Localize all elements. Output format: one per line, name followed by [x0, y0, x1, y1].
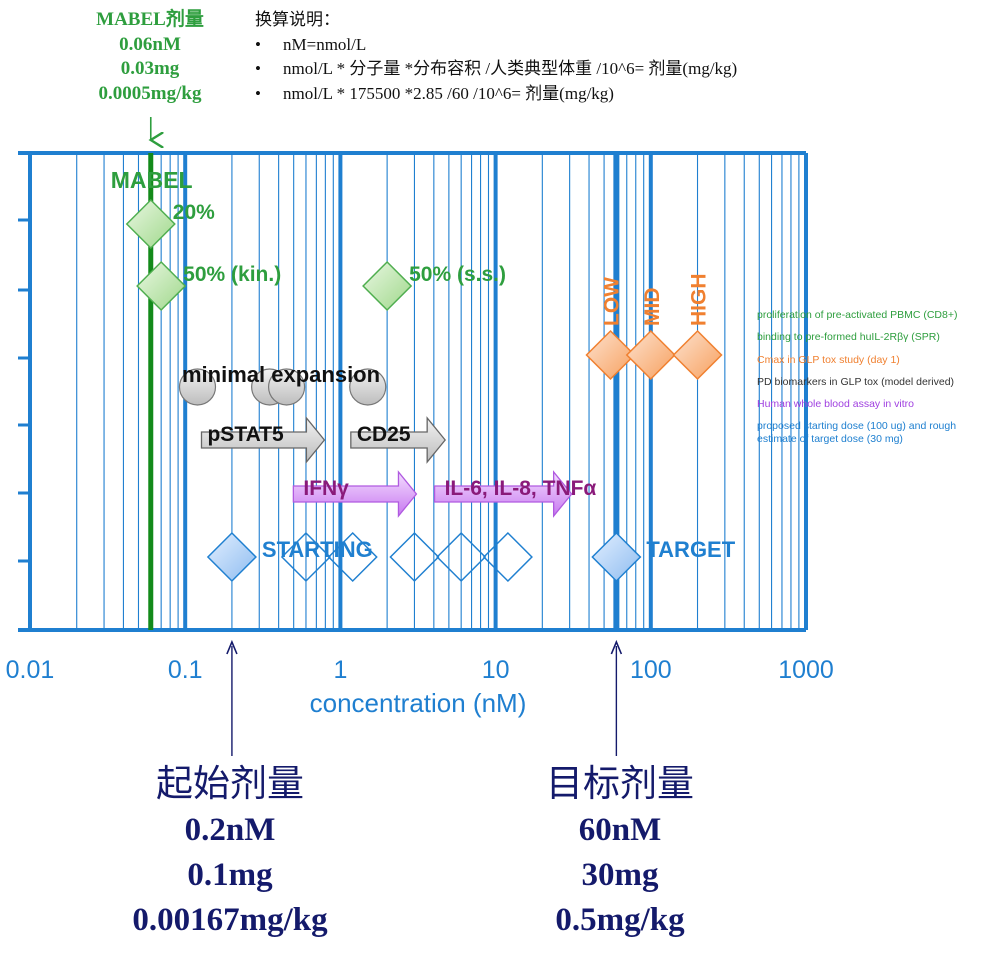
gray-arrow-label: pSTAT5	[207, 423, 284, 446]
gray-block-arrow	[350, 416, 447, 464]
target-dose-annotation: 目标剂量 60nM 30mg 0.5mg/kg	[470, 762, 770, 943]
blue-filled-diamond	[591, 531, 642, 583]
orange-diamond-label: HIGH	[688, 274, 711, 327]
starting-dose-mgkg: 0.00167mg/kg	[132, 902, 328, 938]
blue-open-diamond	[327, 531, 378, 583]
x-axis-label: concentration (nM)	[310, 688, 527, 718]
gray-arrow-label: CD25	[357, 423, 411, 446]
orange-diamond	[625, 329, 676, 381]
x-tick-label: 100	[630, 656, 672, 684]
gray-circle	[349, 368, 387, 406]
conversion-note: 换算说明： nM=nmol/L nmol/L * 分子量 *分布容积 /人类典型…	[255, 8, 737, 106]
purple-block-arrow	[292, 470, 418, 518]
legend-entry-cmax: Cmax in GLP tox study (day 1)	[757, 353, 900, 366]
conversion-note-title: 换算说明：	[255, 10, 340, 29]
target-dose-mgkg: 0.5mg/kg	[555, 902, 685, 938]
purple-block-arrow	[433, 470, 573, 518]
pointer-arrowhead	[610, 639, 623, 655]
blue-open-diamond	[389, 531, 440, 583]
target-dose-title: 目标剂量	[546, 764, 694, 805]
mabel-dose-title: MABEL剂量	[96, 9, 204, 30]
x-tick-label: 10	[482, 656, 510, 684]
orange-diamond-label: LOW	[601, 277, 624, 326]
x-tick-label: 1	[333, 656, 347, 684]
chart-legend: proliferation of pre-activated PBMC (CD8…	[757, 309, 987, 456]
legend-entry-pbmc: proliferation of pre-activated PBMC (CD8…	[757, 309, 958, 321]
purple-arrow-label: IL-6, IL-8, TNFα	[445, 477, 597, 500]
gray-block-arrow	[200, 416, 326, 464]
pointer-arrowhead	[226, 639, 238, 655]
orange-diamond	[585, 329, 636, 381]
mabel-dose-annotation: MABEL剂量 0.06nM 0.03mg 0.0005mg/kg	[80, 8, 220, 106]
green-diamond-label: 50% (s.s.)	[409, 263, 506, 286]
conversion-note-item: nmol/L * 175500 *2.85 /60 /10^6= 剂量(mg/k…	[255, 82, 737, 107]
green-diamond-label: 20%	[173, 201, 215, 224]
starting-dose-title: 起始剂量	[156, 764, 304, 805]
purple-arrow-label: IFNγ	[303, 477, 349, 500]
blue-open-diamond	[436, 531, 487, 583]
gray-circle	[178, 368, 217, 406]
green-diamond-label: 50% (kin.)	[183, 263, 281, 286]
starting-dose-nm: 0.2nM	[184, 812, 276, 848]
x-tick-label: 0.1	[168, 656, 203, 684]
chart-labels: 0.01 0.1 1 10 100 1000 concentration (nM) MABEL…	[6, 167, 834, 718]
legend-entry-spr: binding to pre-formed huIL-2Rβγ (SPR)	[757, 331, 940, 344]
minimal-expansion-label: minimal expansion	[182, 362, 380, 387]
blue-filled-diamond	[206, 531, 257, 583]
x-tick-label: 0.01	[6, 656, 55, 684]
mabel-dose-nm: 0.06nM	[119, 33, 181, 55]
target-dose-nm: 60nM	[578, 812, 662, 848]
mabel-dose-mgkg: 0.0005mg/kg	[98, 82, 202, 104]
gray-circle	[267, 368, 306, 406]
green-diamond	[362, 260, 413, 312]
chart-marks	[125, 117, 723, 756]
green-diamond	[136, 260, 187, 312]
orange-diamond	[672, 329, 723, 381]
conversion-note-item: nmol/L * 分子量 *分布容积 /人类典型体重 /10^6= 剂量(mg/…	[255, 57, 737, 82]
blue-open-diamond	[482, 531, 533, 583]
conversion-note-item: nM=nmol/L	[255, 33, 737, 58]
starting-dose-annotation: 起始剂量 0.2nM 0.1mg 0.00167mg/kg	[80, 762, 380, 943]
x-tick-label: 1000	[778, 656, 834, 684]
legend-entry-whole-blood: Human whole blood assay in vitro	[757, 398, 914, 411]
starting-dose-mg: 0.1mg	[187, 857, 273, 893]
green-diamond	[125, 198, 176, 250]
blue-diamond-label: STARTING	[262, 537, 373, 562]
conversion-note-list: nM=nmol/L nmol/L * 分子量 *分布容积 /人类典型体重 /10…	[255, 33, 737, 107]
target-dose-mg: 30mg	[581, 857, 659, 893]
orange-diamond-label: MID	[641, 288, 664, 327]
legend-entry-pd-biomarkers: PD biomarkers in GLP tox (model derived)	[757, 375, 955, 388]
mabel-dose-mg: 0.03mg	[120, 58, 180, 79]
blue-open-diamond	[280, 531, 332, 583]
mabel-label: MABEL	[111, 167, 193, 193]
blue-diamond-label: TARGET	[646, 537, 735, 562]
legend-entry-proposed-dose: proposed starting dose (100 ug) and roug…	[757, 420, 957, 446]
